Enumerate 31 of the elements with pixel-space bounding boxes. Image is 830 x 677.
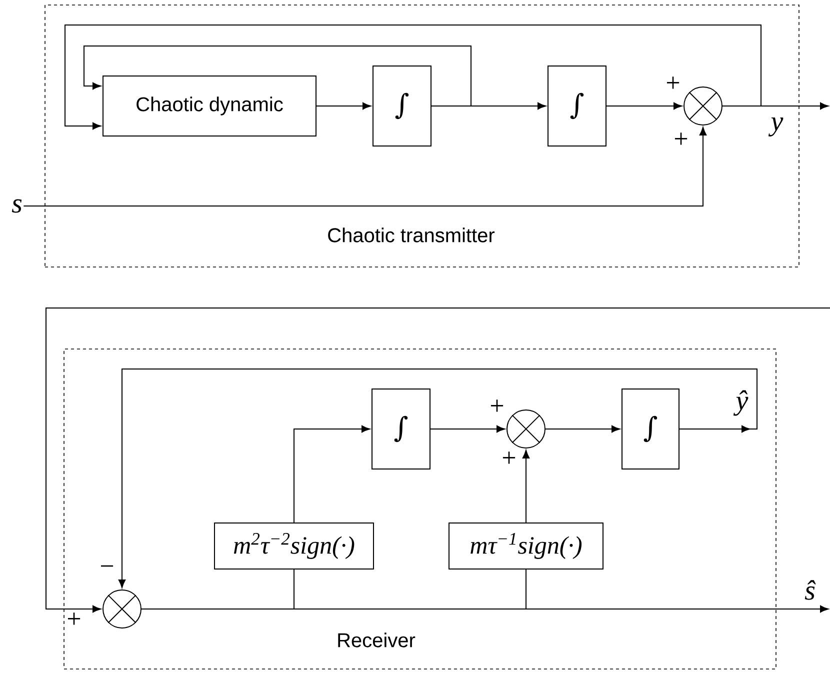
signal-label: s [12, 199, 22, 213]
sign-label: + [666, 76, 680, 89]
sign-label: + [674, 132, 688, 145]
arrow [430, 425, 506, 433]
arrow [316, 102, 372, 110]
arrow [64, 24, 762, 130]
integrator-box: ∫ [372, 66, 432, 146]
integrator-box: ∫ [622, 388, 680, 470]
function-box: m$^{2}$τ$^{−2}$sign(·) [214, 522, 374, 570]
summing-junction [506, 410, 546, 448]
arrow [294, 425, 370, 523]
sign-label: + [68, 612, 80, 625]
arrow [23, 126, 707, 206]
arrow [46, 308, 830, 613]
sign-label: − [100, 565, 114, 567]
arrow [522, 450, 530, 523]
arrow [545, 425, 620, 433]
edge-label: ŝ [804, 579, 816, 601]
edge-label: ŷ [733, 389, 750, 417]
process-box: Chaotic dynamic [102, 76, 316, 136]
arrow [118, 368, 758, 588]
summing-junction [102, 590, 142, 628]
sign-label: + [490, 400, 504, 412]
arrow [84, 46, 472, 106]
function-box: mτ$^{−1}$sign(·) [448, 522, 604, 570]
integrator-box: ∫ [548, 66, 606, 146]
summing-junction [684, 86, 722, 126]
edge-label: y [768, 116, 784, 138]
integrator-box: ∫ [372, 388, 430, 470]
arrow [606, 102, 682, 110]
sign-label: + [502, 452, 516, 464]
